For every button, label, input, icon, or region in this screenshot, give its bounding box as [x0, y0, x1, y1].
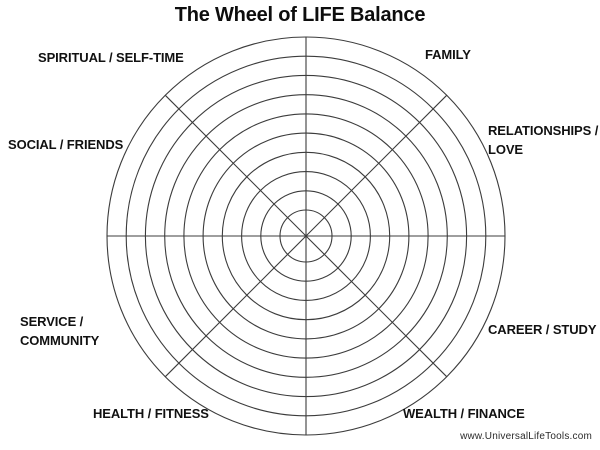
- segment-label-service-line2: COMMUNITY: [20, 333, 100, 348]
- segment-label-service: SERVICE / COMMUNITY: [20, 312, 99, 350]
- segment-label-relationships-line1: RELATIONSHIPS /: [488, 123, 599, 138]
- segment-label-wealth: WEALTH / FINANCE: [403, 406, 525, 421]
- segment-label-relationships: RELATIONSHIPS / LOVE: [488, 121, 598, 159]
- segment-label-health: HEALTH / FITNESS: [93, 406, 209, 421]
- segment-label-career: CAREER / STUDY: [488, 322, 597, 337]
- segment-label-social: SOCIAL / FRIENDS: [8, 137, 124, 152]
- segment-label-service-line1: SERVICE /: [20, 314, 84, 329]
- segment-label-family: FAMILY: [425, 47, 471, 62]
- wheel-grid: [106, 36, 506, 436]
- page-title: The Wheel of LIFE Balance: [174, 4, 426, 26]
- wheel-spoke: [305, 235, 448, 378]
- wheel-spoke: [164, 94, 307, 237]
- wheel-spoke: [305, 94, 448, 237]
- segment-label-relationships-line2: LOVE: [488, 142, 523, 157]
- wheel-spoke: [164, 235, 307, 378]
- website-watermark: www.UniversalLifeTools.com: [460, 431, 592, 442]
- segment-label-spiritual: SPIRITUAL / SELF-TIME: [38, 50, 184, 65]
